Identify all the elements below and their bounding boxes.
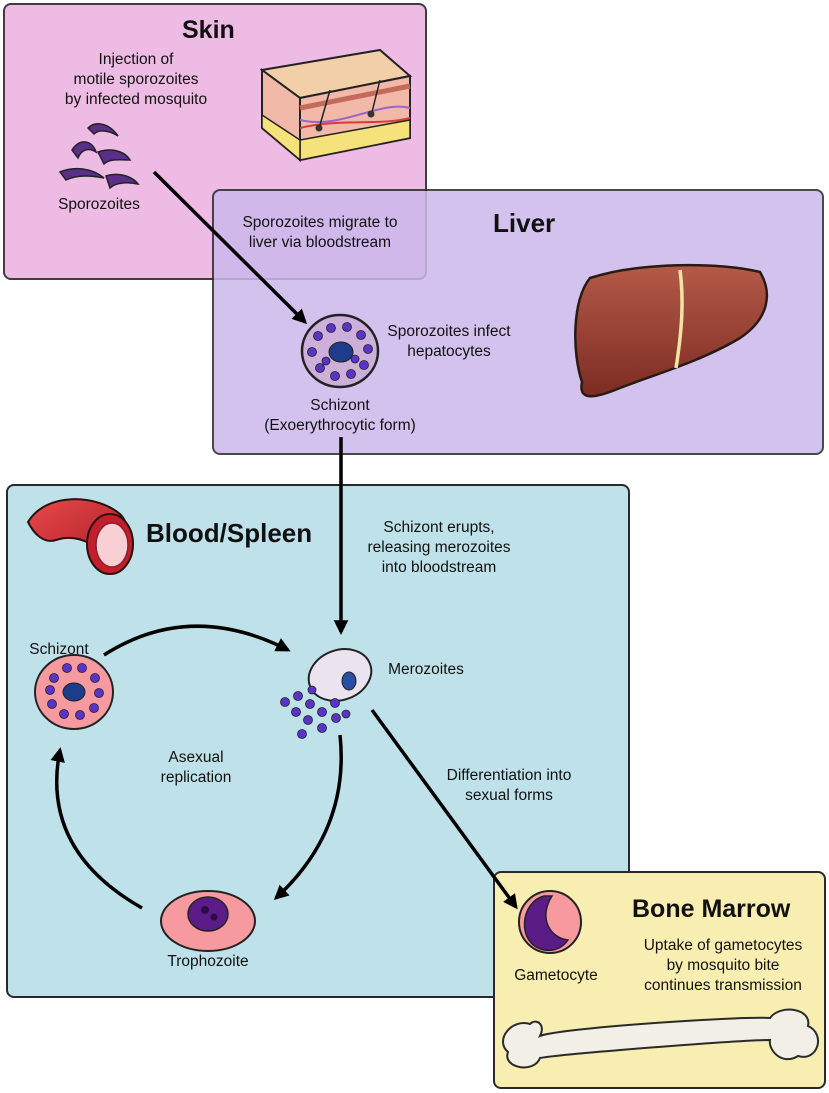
differentiation-line-2: sexual forms [465,787,553,804]
erupt-line-3: into bloodstream [381,559,497,576]
liver-title: Liver [493,208,556,238]
differentiation-text: Differentiation into sexual forms [430,766,588,806]
asexual-line-1: Asexual [168,749,224,766]
migrate-text: Sporozoites migrate to liver via bloodst… [220,213,420,253]
erupt-line-1: Schizont erupts, [383,519,495,536]
differentiation-line-1: Differentiation into [446,767,572,784]
blood-spleen-title: Blood/Spleen [146,518,313,548]
infect-text: Sporozoites infect hepatocytes [374,322,524,362]
erupt-line-2: releasing merozoites [367,539,511,556]
infect-line-2: hepatocytes [407,343,491,360]
sporozoites-label: Sporozoites [58,196,140,213]
liver-schizont-line-1: Schizont [310,397,370,414]
infect-line-1: Sporozoites infect [387,323,511,340]
liver-schizont-text: Schizont (Exoerythrocytic form) [250,396,430,436]
injection-text: Injection of motile sporozoites by infec… [38,50,234,110]
injection-line-3: by infected mosquito [64,91,208,108]
erupt-text: Schizont erupts, releasing merozoites in… [358,518,520,578]
trophozoite-label: Trophozoite [167,953,249,970]
injection-line-2: motile sporozoites [73,71,199,88]
uptake-line-3: continues transmission [644,977,802,994]
blood-schizont-label: Schizont [29,641,89,658]
uptake-line-2: by mosquito bite [666,957,780,974]
injection-line-1: Injection of [98,51,174,68]
migrate-line-1: Sporozoites migrate to [242,214,398,231]
gametocyte-label: Gametocyte [514,967,598,984]
migrate-line-2: liver via bloodstream [248,234,392,251]
asexual-line-2: replication [160,769,232,786]
uptake-text: Uptake of gametocytes by mosquito bite c… [626,936,820,996]
liver-schizont-line-2: (Exoerythrocytic form) [264,417,416,434]
merozoites-label: Merozoites [388,661,464,678]
bone-marrow-title: Bone Marrow [632,895,791,923]
asexual-text: Asexual replication [146,748,246,788]
skin-title: Skin [182,16,235,44]
uptake-line-1: Uptake of gametocytes [643,937,803,954]
